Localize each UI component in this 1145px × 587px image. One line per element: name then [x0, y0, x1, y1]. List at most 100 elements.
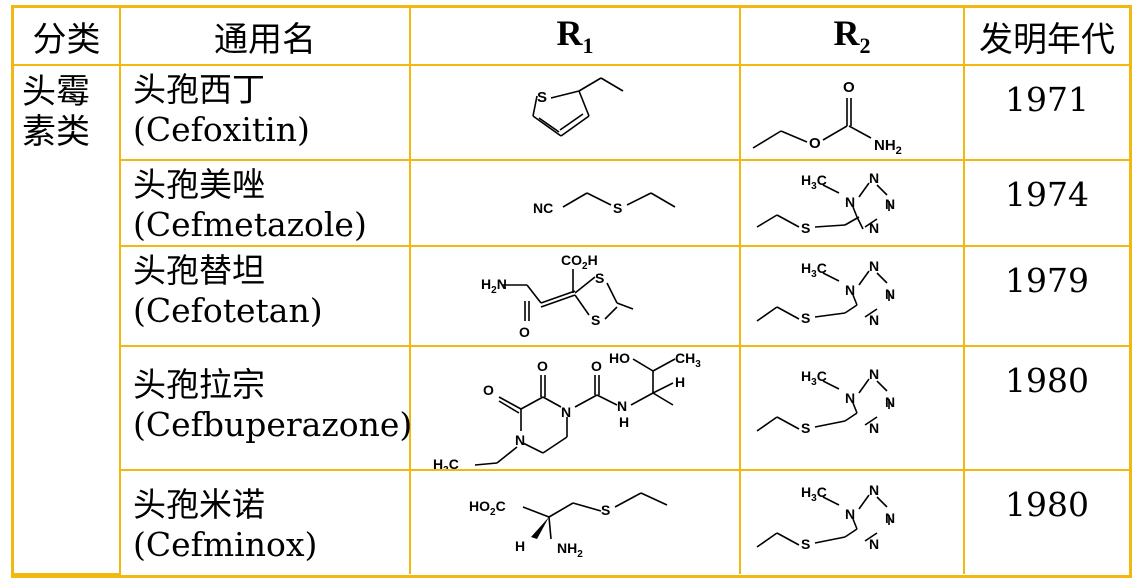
name-cell: 头孢替坦 (Cefotetan): [120, 245, 411, 347]
table-row: 头孢拉宗 (Cefbuperazone): [14, 345, 1129, 471]
name-cell: 头孢西丁 (Cefoxitin): [119, 64, 411, 161]
atom-n: N: [617, 398, 627, 414]
name-cell: 头孢米诺 (Cefminox): [120, 469, 411, 574]
atom-n: N: [869, 220, 879, 236]
header-year: 发明年代: [963, 8, 1129, 66]
atom-o: O: [537, 358, 548, 374]
r1-structure: HO2C S H NH2: [409, 469, 741, 574]
name-en: (Cefbuperazone): [133, 405, 413, 444]
aminocarboxyethylthio-structure: HO2C S H NH2: [469, 492, 668, 560]
name-cn: 头孢米诺: [133, 485, 265, 524]
name-cn: 头孢西丁: [133, 70, 265, 109]
atom-n: N: [869, 312, 879, 328]
name-en: (Cefminox): [133, 525, 318, 564]
atom-n: N: [515, 432, 525, 448]
table-row: 头霉 素类 头孢西丁 (Cefoxitin) S: [14, 64, 1129, 575]
ho-label: HO: [609, 350, 630, 366]
methyltetrazolylthio-structure: H3C N N N N S: [756, 482, 895, 552]
atom-n: N: [885, 196, 895, 212]
atom-o: O: [519, 324, 530, 340]
r2-structure: O O NH2: [739, 64, 965, 161]
name-cn: 头孢替坦: [133, 251, 265, 290]
header-generic-name: 通用名: [119, 8, 411, 66]
atom-s: S: [801, 536, 810, 552]
h3c-label: H3C: [801, 172, 827, 192]
r1-structure: O O N N H3C O N H HO CH3 H: [409, 345, 741, 471]
nh2-label: NH2: [874, 137, 902, 157]
year-cell: 1971: [963, 64, 1129, 161]
atom-n: N: [885, 286, 895, 302]
piperazinedione-structure: O O N N H3C O N H HO CH3 H: [433, 350, 701, 469]
table-frame: 分类 通用名 R1 R2 发明年代 头霉 素类 头孢西丁 (Cefoxitin): [11, 5, 1132, 578]
atom-n: N: [869, 258, 879, 274]
methyltetrazolylthio-structure: H3C N N N N S: [756, 258, 895, 328]
atom-s: S: [537, 89, 547, 106]
atom-h: H: [619, 414, 629, 430]
ho2c-label: HO2C: [469, 498, 506, 518]
atom-s: S: [801, 220, 810, 236]
r2-structure: H3C N N N N S: [739, 159, 965, 247]
name-cn: 头孢拉宗: [133, 365, 265, 404]
atom-s: S: [595, 270, 604, 286]
cyanomethylthio-structure: NC S: [533, 192, 676, 216]
atom-n: N: [869, 536, 879, 552]
atom-n: N: [869, 482, 879, 498]
carbamoyloxy-structure: O O NH2: [752, 79, 902, 157]
atom-n: N: [845, 390, 855, 406]
methyltetrazolylthio-structure: H3C N N N N S: [756, 366, 895, 436]
r1-structure: S: [409, 64, 741, 161]
name-en: (Cefmetazole): [133, 205, 367, 244]
atom-h: H: [515, 538, 525, 554]
methyltetrazolylthio-structure: H3C N N N N S: [756, 170, 895, 236]
atom-s: S: [801, 420, 810, 436]
year-cell: 1980: [963, 345, 1129, 471]
atom-s: S: [601, 502, 610, 518]
category-line: 素类: [22, 112, 90, 152]
atom-o: O: [591, 358, 602, 374]
r2-structure: H3C N N N N S: [739, 345, 965, 471]
table-row: 头孢替坦 (Cefotetan) H2: [14, 245, 1129, 347]
table-row: 头孢美唑 (Cefmetazole) NC S: [14, 159, 1129, 247]
header-r1: R1: [409, 8, 741, 66]
co2h-label: CO2H: [561, 252, 598, 272]
header-r2: R2: [739, 8, 965, 66]
header-row: 分类 通用名 R1 R2 发明年代: [14, 8, 1129, 66]
atom-s: S: [591, 312, 600, 328]
atom-n: N: [885, 510, 895, 526]
ch3-label: CH3: [675, 350, 701, 370]
nc-label: NC: [533, 200, 553, 216]
atom-n: N: [869, 366, 879, 382]
year-cell: 1980: [963, 469, 1129, 574]
atom-s: S: [801, 310, 810, 326]
name-en: (Cefoxitin): [133, 110, 310, 149]
atom-o: O: [843, 79, 855, 96]
atom-n: N: [845, 282, 855, 298]
atom-o: O: [809, 135, 821, 152]
h3c-label: H3C: [801, 260, 827, 280]
table-row: 头孢米诺 (Cefminox) HO2C S H NH2: [14, 469, 1129, 574]
nh2-label: NH2: [557, 540, 583, 560]
atom-n: N: [869, 420, 879, 436]
year-cell: 1974: [963, 159, 1129, 247]
r2-structure: H3C N N N N S: [739, 245, 965, 347]
h2n-label: H2N: [481, 276, 507, 296]
name-cell: 头孢美唑 (Cefmetazole): [120, 159, 411, 247]
r1-structure: H2N O CO2H S S: [409, 245, 741, 347]
name-en: (Cefotetan): [133, 291, 323, 330]
h3c-label: H3C: [801, 484, 827, 504]
h3c-label: H3C: [433, 456, 459, 469]
category-cell: 头霉 素类: [14, 64, 121, 575]
thienylmethyl-structure: S: [532, 77, 624, 137]
name-cell: 头孢拉宗 (Cefbuperazone): [120, 345, 413, 471]
atom-n: N: [561, 404, 571, 420]
atom-s: S: [613, 200, 622, 216]
category-line: 头霉: [22, 72, 90, 112]
cephamycin-table: 分类 通用名 R1 R2 发明年代 头霉 素类 头孢西丁 (Cefoxitin): [14, 8, 1129, 575]
atom-n: N: [845, 506, 855, 522]
r1-structure: NC S: [409, 159, 741, 247]
year-cell: 1979: [963, 245, 1129, 347]
r2-structure: H3C N N N N S: [739, 469, 965, 574]
dithietane-structure: H2N O CO2H S S: [481, 252, 634, 340]
atom-n: N: [869, 170, 879, 186]
name-cn: 头孢美唑: [133, 165, 265, 204]
